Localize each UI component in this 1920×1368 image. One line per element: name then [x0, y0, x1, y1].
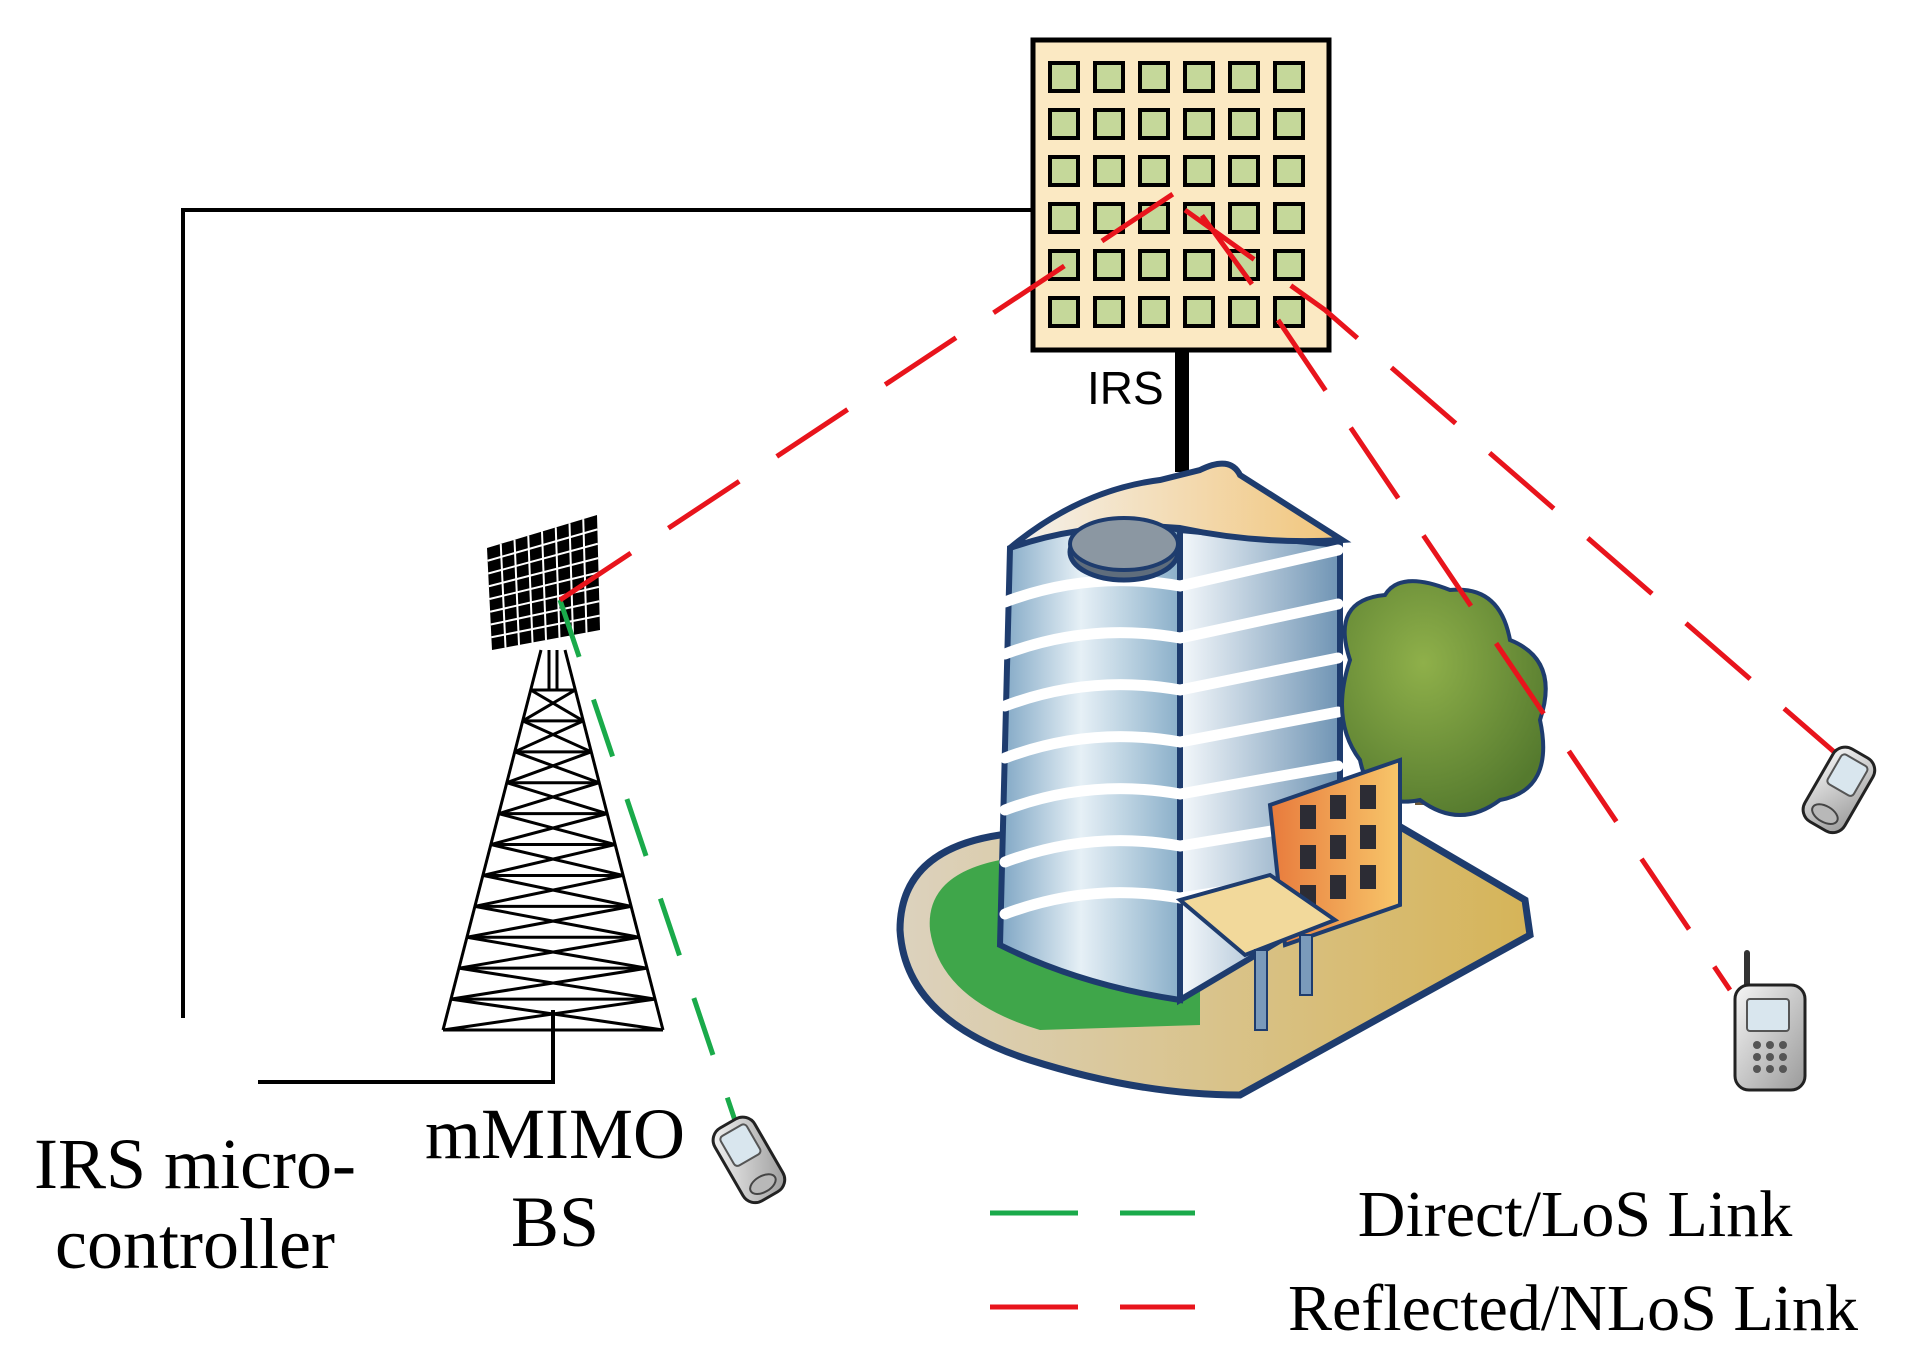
antenna-tower-icon — [441, 515, 665, 1032]
bs-feeder-cable — [258, 1010, 555, 1084]
irs-element — [1228, 296, 1260, 328]
irs-panel-icon — [1030, 37, 1332, 472]
irs-element — [1228, 108, 1260, 140]
irs-element — [1228, 202, 1260, 234]
irs-element — [1183, 249, 1215, 281]
legend: Direct/LoS Link Reflected/NLoS Link — [990, 1178, 1858, 1345]
irs-element — [1183, 296, 1215, 328]
reflected-links — [558, 184, 1857, 992]
irs-element — [1183, 155, 1215, 187]
bs-label-line1: mMIMO — [425, 1094, 685, 1174]
tree-icon — [1340, 579, 1548, 817]
annex-window — [1330, 875, 1346, 899]
irs-elements — [1048, 61, 1305, 328]
irs-control-cable — [181, 208, 1035, 1018]
mobile-phone-icon — [1801, 745, 1877, 835]
irs-element — [1093, 108, 1125, 140]
mobile-phone-icon — [1733, 950, 1807, 1092]
irs-element — [1048, 296, 1080, 328]
annex-window — [1360, 865, 1376, 889]
legend-reflected-label: Reflected/NLoS Link — [1288, 1272, 1858, 1345]
annex-building-icon — [1175, 757, 1402, 1031]
irs-element — [1138, 108, 1170, 140]
irs-element — [1183, 108, 1215, 140]
irs-element — [1093, 249, 1125, 281]
irs-element — [1138, 249, 1170, 281]
irs-label: IRS — [1087, 362, 1164, 414]
annex-window — [1360, 785, 1376, 809]
irs-element — [1183, 61, 1215, 93]
irs-element — [1138, 61, 1170, 93]
irs-element — [1048, 108, 1080, 140]
irs-element — [1048, 155, 1080, 187]
annex-window — [1330, 795, 1346, 819]
irs-element — [1093, 61, 1125, 93]
bs-antenna-grid — [487, 519, 600, 648]
irs-element — [1138, 155, 1170, 187]
irs-element — [1228, 155, 1260, 187]
controller-label-line2: controller — [55, 1204, 335, 1284]
irs-element — [1048, 61, 1080, 93]
tower-lattice — [441, 649, 665, 1032]
direct-link — [557, 599, 758, 1181]
irs-element — [1048, 202, 1080, 234]
irs-element — [1273, 155, 1305, 187]
irs-element — [1273, 61, 1305, 93]
irs-element — [1273, 108, 1305, 140]
irs-element — [1273, 296, 1305, 328]
mobile-phone-icon — [711, 1115, 787, 1205]
irs-element — [1138, 296, 1170, 328]
annex-window — [1300, 805, 1316, 829]
legend-direct-label: Direct/LoS Link — [1358, 1178, 1792, 1251]
irs-element — [1273, 202, 1305, 234]
annex-window — [1360, 825, 1376, 849]
irs-element — [1093, 296, 1125, 328]
irs-element — [1228, 61, 1260, 93]
annex-window — [1300, 845, 1316, 869]
irs-element — [1093, 155, 1125, 187]
irs-element — [1048, 249, 1080, 281]
building-floors — [999, 544, 1344, 920]
bs-label-line2: BS — [511, 1182, 599, 1262]
irs-element — [1093, 202, 1125, 234]
irs-element — [1273, 249, 1305, 281]
annex-window — [1330, 835, 1346, 859]
controller-label-line1: IRS micro- — [34, 1124, 356, 1204]
